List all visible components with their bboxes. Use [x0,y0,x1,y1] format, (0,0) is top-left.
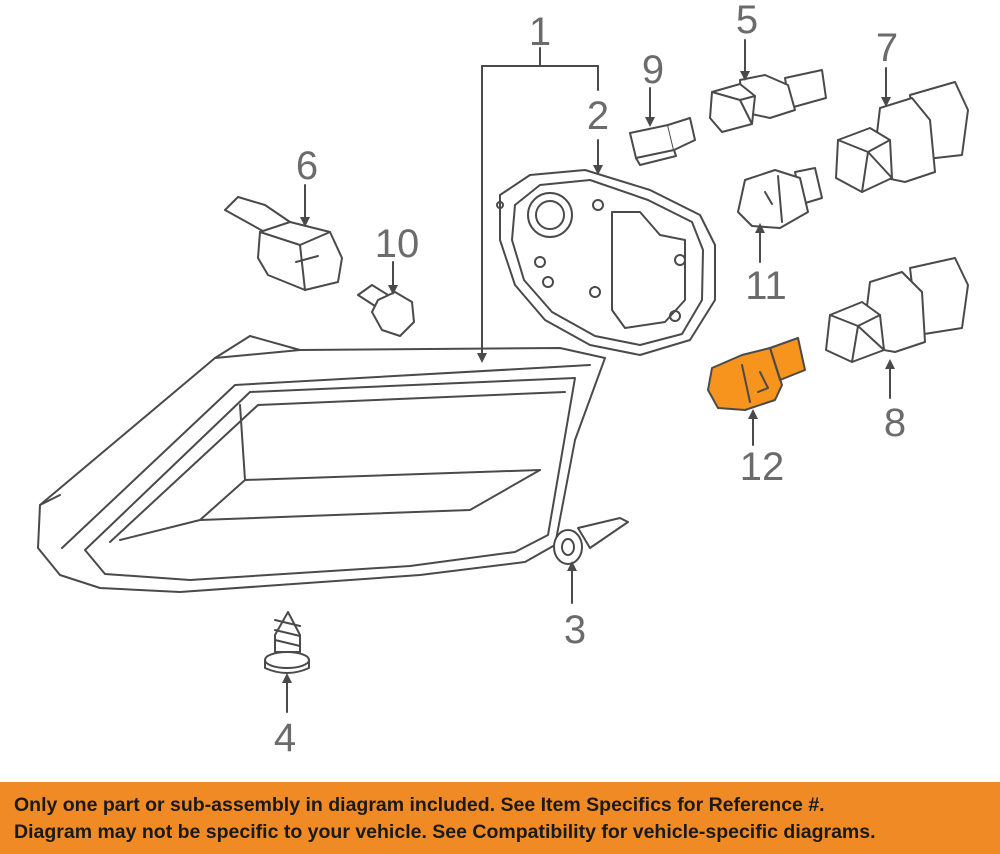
leader-lines [282,39,895,713]
bulb-socket-7 [835,81,969,193]
screw-4 [264,611,310,674]
exploded-parts-diagram [37,39,969,713]
callout-5: 5 [735,0,759,42]
callout-8: 8 [883,401,907,445]
callout-9: 9 [641,48,665,92]
callout-6: 6 [295,144,319,188]
bulb-socket-8 [825,257,969,363]
callout-12: 12 [739,445,785,489]
push-pin-3 [553,517,629,565]
small-bulb-10 [357,284,415,337]
disclaimer-line-1: Only one part or sub-assembly in diagram… [14,794,825,816]
bulb-socket-5 [709,69,827,133]
callout-11: 11 [745,264,787,308]
disclaimer-banner: Only one part or sub-assembly in diagram… [0,782,1000,854]
disclaimer-line-2: Diagram may not be specific to your vehi… [14,821,876,843]
callout-3: 3 [563,608,587,652]
bulb-11 [737,167,823,229]
wire-connector-6 [224,196,343,291]
lamp-gasket-plate [496,169,716,356]
tail-lamp-assembly [37,335,606,593]
wedge-bulb-9 [629,117,696,166]
callout-7: 7 [875,26,899,70]
callout-2: 2 [586,94,610,138]
callout-10: 10 [374,222,420,266]
bulb-12-highlighted [707,337,806,411]
callout-4: 4 [273,716,297,760]
callout-1: 1 [528,10,552,54]
